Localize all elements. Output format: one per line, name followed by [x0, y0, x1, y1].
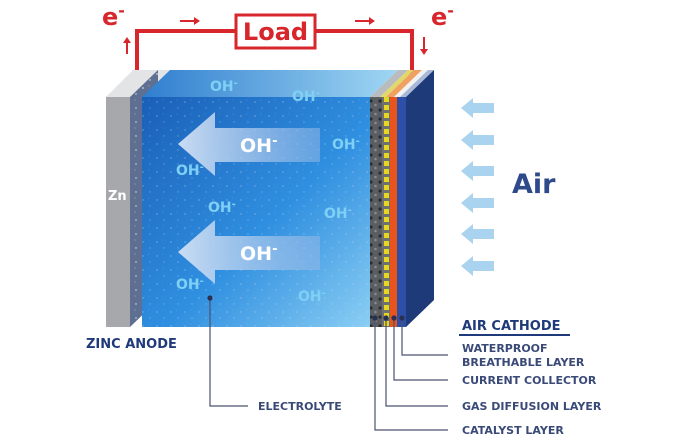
ion-small-label: OH-	[176, 162, 204, 179]
air-label: Air	[512, 169, 556, 200]
ion-big-label: OH-	[240, 134, 277, 157]
electron-flow-arrows	[123, 17, 428, 55]
air-cathode	[370, 70, 434, 327]
ion-small-label: OH-	[298, 288, 326, 305]
ion-small-label: OH-	[332, 136, 360, 153]
load-label: Load	[243, 18, 308, 46]
leader-dots	[207, 295, 405, 321]
ion-small-label: OH-	[292, 88, 320, 105]
ion-small-label: OH-	[324, 205, 352, 222]
electrolyte-label: ELECTROLYTE	[258, 400, 342, 413]
electron-right-label: e-	[431, 1, 454, 31]
current-collector	[390, 97, 397, 327]
ion-small-label: OH-	[176, 276, 204, 293]
air-arrows	[461, 98, 494, 276]
air-cathode-label: AIR CATHODE	[462, 319, 561, 334]
gas-diffusion-label: GAS DIFFUSION LAYER	[462, 400, 602, 413]
ion-small-labels: OH- OH- OH- OH- OH- OH- OH- OH-	[176, 78, 360, 305]
electrolyte-top	[142, 70, 398, 97]
ion-big-label: OH-	[240, 242, 277, 265]
waterproof-label-line1: WATERPROOF	[462, 342, 548, 355]
waterproof-layer	[397, 97, 406, 327]
ion-small-label: OH-	[210, 78, 238, 95]
catalyst-label: CATALYST LAYER	[462, 424, 564, 436]
current-collector-label: CURRENT COLLECTOR	[462, 374, 597, 387]
zn-label: Zn	[108, 189, 127, 204]
ion-flow-arrows	[178, 112, 320, 284]
load-box	[234, 13, 317, 50]
zinc-anode-label: ZINC ANODE	[86, 337, 177, 352]
electron-left-label: e-	[102, 1, 125, 31]
leader-lines	[209, 298, 448, 431]
ion-small-label: OH-	[208, 199, 236, 216]
waterproof-label-line2: BREATHABLE LAYER	[462, 356, 585, 369]
